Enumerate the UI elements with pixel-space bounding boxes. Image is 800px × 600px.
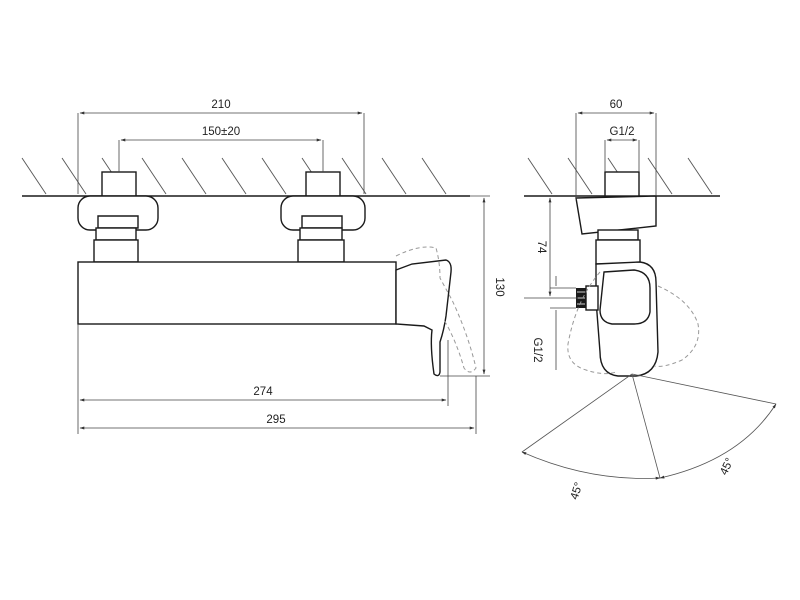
front-wall-hatching bbox=[21, 157, 470, 197]
dim-210-label: 210 bbox=[211, 99, 230, 111]
left-eccentric-connector bbox=[77, 171, 159, 263]
dim-74-label: 74 bbox=[535, 241, 547, 254]
side-outlet-thread bbox=[576, 285, 599, 311]
dim-150: 150±20 bbox=[118, 126, 324, 172]
dim-210: 210 bbox=[77, 99, 365, 194]
dim-295-label: 295 bbox=[266, 414, 285, 426]
dim-g12-top: G1/2 bbox=[604, 126, 640, 172]
mixer-body bbox=[77, 261, 397, 325]
dim-74: 74 bbox=[524, 197, 578, 299]
dim-60-label: 60 bbox=[610, 99, 623, 111]
mixer-lever-alt-position bbox=[395, 246, 477, 373]
side-connector bbox=[575, 171, 657, 265]
dim-274: 274 bbox=[77, 324, 449, 434]
dim-295: 295 bbox=[79, 376, 477, 434]
side-angle-indicator: 45° 45° bbox=[521, 373, 777, 501]
side-rotation-envelope bbox=[567, 271, 700, 375]
front-view: 210 150±20 130 274 295 bbox=[21, 99, 505, 434]
side-view: 45° 45° 60 G1/2 74 G1/ bbox=[521, 99, 777, 501]
side-body-inner bbox=[599, 269, 651, 325]
dim-g12-top-label: G1/2 bbox=[610, 126, 635, 138]
angle-right-label: 45° bbox=[718, 456, 736, 477]
dim-274-label: 274 bbox=[253, 386, 273, 398]
dim-150-label: 150±20 bbox=[202, 126, 240, 138]
mixer-lever bbox=[395, 259, 452, 377]
right-eccentric-connector bbox=[280, 171, 366, 263]
dim-g12-outlet-label: G1/2 bbox=[531, 338, 543, 363]
dim-g12-outlet: G1/2 bbox=[531, 276, 576, 370]
dim-130-label: 130 bbox=[493, 277, 505, 296]
dim-60: 60 bbox=[575, 99, 657, 200]
angle-left-label: 45° bbox=[569, 481, 586, 501]
